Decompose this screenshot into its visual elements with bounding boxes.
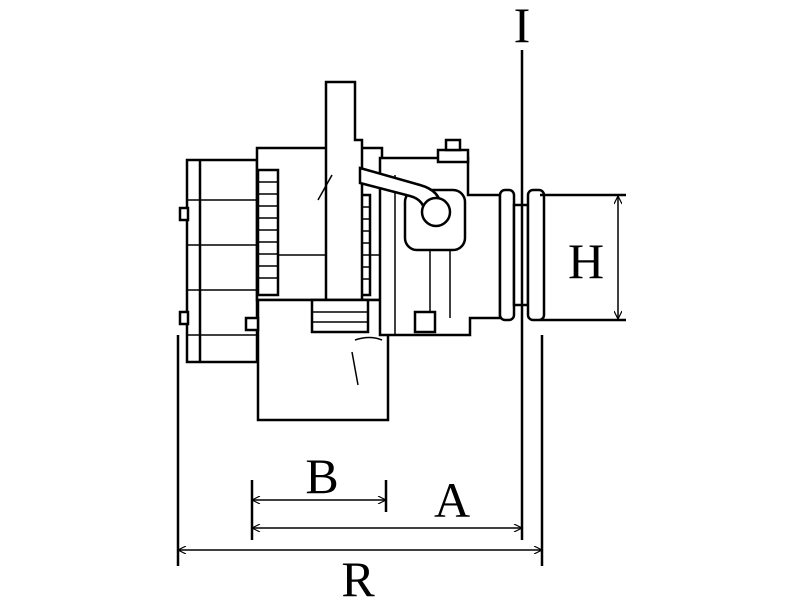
label-H: H [568,233,604,289]
terminal-bolt [436,148,470,164]
alternator-body [178,80,546,422]
label-I: I [514,0,531,53]
top-connector [324,80,364,302]
label-B: B [305,448,338,504]
label-A: A [434,472,470,528]
dimension-lines [178,50,626,566]
rear-housing [185,158,259,364]
label-R: R [341,551,375,600]
cooling-fins-left [256,168,280,297]
